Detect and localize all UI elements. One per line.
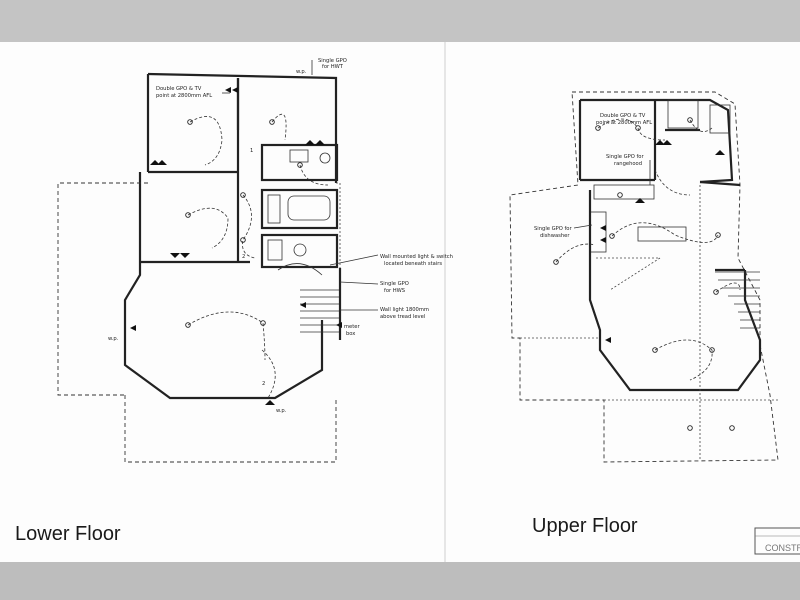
lower-circuit-1 <box>189 116 223 166</box>
upper-label-gpo-dishwasher-2: dishwasher <box>540 233 570 239</box>
lower-label-wp-bottom: w.p. <box>276 408 287 414</box>
upper-floor-plan: Double GPO & TV point at 2800mm AFL Sing… <box>509 91 779 463</box>
lower-label-gpo-hws-2: for HWS <box>384 288 405 294</box>
lower-bath-tub <box>287 195 331 221</box>
lower-label-double-gpo-2: point at 2800mm AFL <box>156 93 212 99</box>
lower-laundry-tub <box>289 149 309 163</box>
lower-label-num-2: 2 <box>242 254 245 260</box>
upper-label-gpo-dishwasher: Single GPO for <box>534 226 572 232</box>
lower-gpo-symbols <box>130 87 342 405</box>
lower-label-gpo-hwt-2: for HWT <box>322 64 344 70</box>
lower-living-octagon <box>123 262 324 400</box>
lower-label-wall-light-1800: Wall light 1800mm <box>380 307 429 313</box>
lower-label-num-1: 1 <box>250 148 253 154</box>
lower-bottom-deck <box>124 395 337 463</box>
lower-label-wall-light-switch-2: located beneath stairs <box>384 261 442 267</box>
upper-circuit-3 <box>555 243 596 263</box>
lower-circuit-4 <box>242 194 256 259</box>
upper-wall-stair-top <box>699 180 741 187</box>
lower-laundry <box>260 143 339 182</box>
upper-stairs <box>715 268 760 329</box>
upper-label-double-gpo: Double GPO & TV <box>600 113 646 119</box>
lower-leader-lines <box>222 60 379 311</box>
lower-floor-plan: Single GPO for HWT w.p. Double GPO & TV … <box>57 58 453 463</box>
lower-label-wp-top: w.p. <box>296 69 307 75</box>
top-shadow-band <box>0 0 800 42</box>
upper-label-gpo-rangehood: Single GPO for <box>606 154 644 160</box>
lower-label-double-gpo: Double GPO & TV <box>156 86 202 92</box>
upper-leader-lines <box>573 160 651 229</box>
lower-light-points <box>185 119 303 328</box>
upper-robe <box>709 104 731 134</box>
lower-basin <box>267 239 283 261</box>
upper-light-points <box>553 117 735 431</box>
lower-wc <box>293 243 307 257</box>
upper-ensuite <box>667 99 699 129</box>
lower-vanity <box>267 194 281 224</box>
lower-label-wp-left: w.p. <box>108 336 119 342</box>
lower-toilet <box>260 233 339 269</box>
upper-wall-top <box>580 98 734 184</box>
paper <box>0 42 800 562</box>
upper-circuit-6 <box>715 282 741 293</box>
lower-label-wall-light-1800-2: above tread level <box>380 314 425 320</box>
upper-kitchen-bench <box>593 184 655 200</box>
upper-circuit-1 <box>597 118 666 141</box>
lower-left-deck <box>57 182 148 396</box>
lower-floor-title: Lower Floor <box>15 523 121 545</box>
lower-circuit-2 <box>271 113 287 141</box>
upper-circuit-4 <box>611 222 719 243</box>
lower-label-gpo-hwt: Single GPO <box>318 58 347 64</box>
upper-kitchen-counter <box>637 226 687 242</box>
lower-right-edge <box>336 182 341 268</box>
lower-circuit-3 <box>187 207 229 249</box>
upper-label-double-gpo-2: point at 2800mm AFL <box>596 120 652 126</box>
lower-washer <box>319 152 331 164</box>
lower-circuit-5 <box>187 311 266 361</box>
upper-floor-title: Upper Floor <box>532 515 638 537</box>
lower-circuit-6 <box>261 349 276 399</box>
lower-label-num-3: 2 <box>262 381 265 387</box>
title-block-text: CONSTR <box>765 543 800 553</box>
lower-label-gpo-hws: Single GPO <box>380 281 409 287</box>
upper-circuit-5 <box>654 339 713 381</box>
upper-gpo-symbols <box>600 140 725 343</box>
title-block-corner: CONSTR <box>754 527 800 555</box>
bottom-shadow-band <box>0 562 800 600</box>
lower-label-meter: meter <box>344 324 360 330</box>
upper-label-gpo-rangehood-2: rangehood <box>614 161 642 167</box>
lower-stairs <box>277 263 342 340</box>
lower-label-wall-light-switch: Wall mounted light & switch <box>380 254 453 260</box>
upper-gridline-3 <box>596 257 662 291</box>
upper-circuit-7 <box>654 169 691 196</box>
lower-label-meter-2: box <box>346 331 355 337</box>
upper-outer-boundary <box>509 91 779 463</box>
upper-circuit-2 <box>689 119 713 132</box>
lower-bathroom <box>260 188 339 230</box>
